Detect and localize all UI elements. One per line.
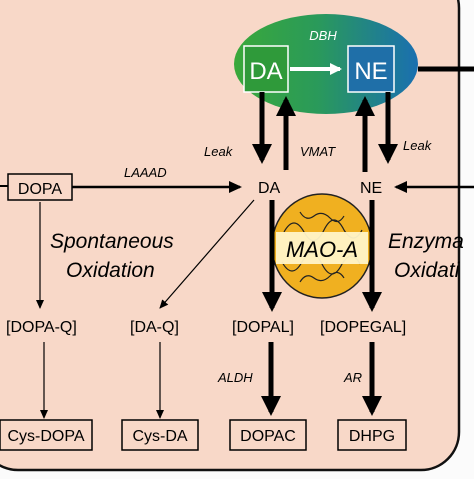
dopac-box	[229, 419, 307, 451]
vesicle-da-label: DA	[249, 58, 282, 85]
dopa-label: DOPA	[18, 181, 62, 198]
dbh-label: DBH	[309, 28, 337, 43]
mao-a-label: MAO-A	[286, 237, 358, 262]
vesicle-ne-box	[347, 45, 395, 93]
dopal-node: [DOPAL]	[232, 319, 294, 336]
laaad-label: LAAAD	[124, 165, 167, 180]
cys-dopa-label: Cys-DOPA	[7, 428, 84, 445]
da-node: DA	[258, 180, 281, 197]
cell-panel	[0, 0, 461, 472]
dhpg-label: DHPG	[349, 428, 395, 445]
leak-left-label: Leak	[204, 144, 234, 159]
da-q-node: [DA-Q]	[130, 319, 179, 336]
spontaneous-line2: Oxidation	[66, 259, 155, 282]
vesicle-ne-label: NE	[354, 58, 387, 85]
dhpg-box	[337, 419, 407, 451]
dopegal-node: [DOPEGAL]	[320, 319, 406, 336]
dopac-label: DOPAC	[240, 428, 296, 445]
da-to-daq-arrow	[159, 199, 255, 309]
aldh-label: ALDH	[217, 370, 253, 385]
mao-a-box	[276, 232, 368, 264]
spontaneous-line1: Spontaneous	[50, 230, 174, 253]
ne-node: NE	[360, 180, 382, 197]
vesicle-da-box	[243, 45, 289, 93]
ar-label: AR	[343, 370, 362, 385]
enzymatic-line1: Enzyma	[388, 230, 464, 253]
cys-dopa-box	[0, 419, 93, 451]
leak-right-label: Leak	[403, 138, 433, 153]
vmat-label: VMAT	[300, 144, 336, 159]
enzymatic-line2: Oxidati	[394, 259, 461, 282]
dopa-q-node: [DOPA-Q]	[6, 319, 77, 336]
cys-da-label: Cys-DA	[132, 428, 187, 445]
cys-da-box	[121, 419, 199, 451]
